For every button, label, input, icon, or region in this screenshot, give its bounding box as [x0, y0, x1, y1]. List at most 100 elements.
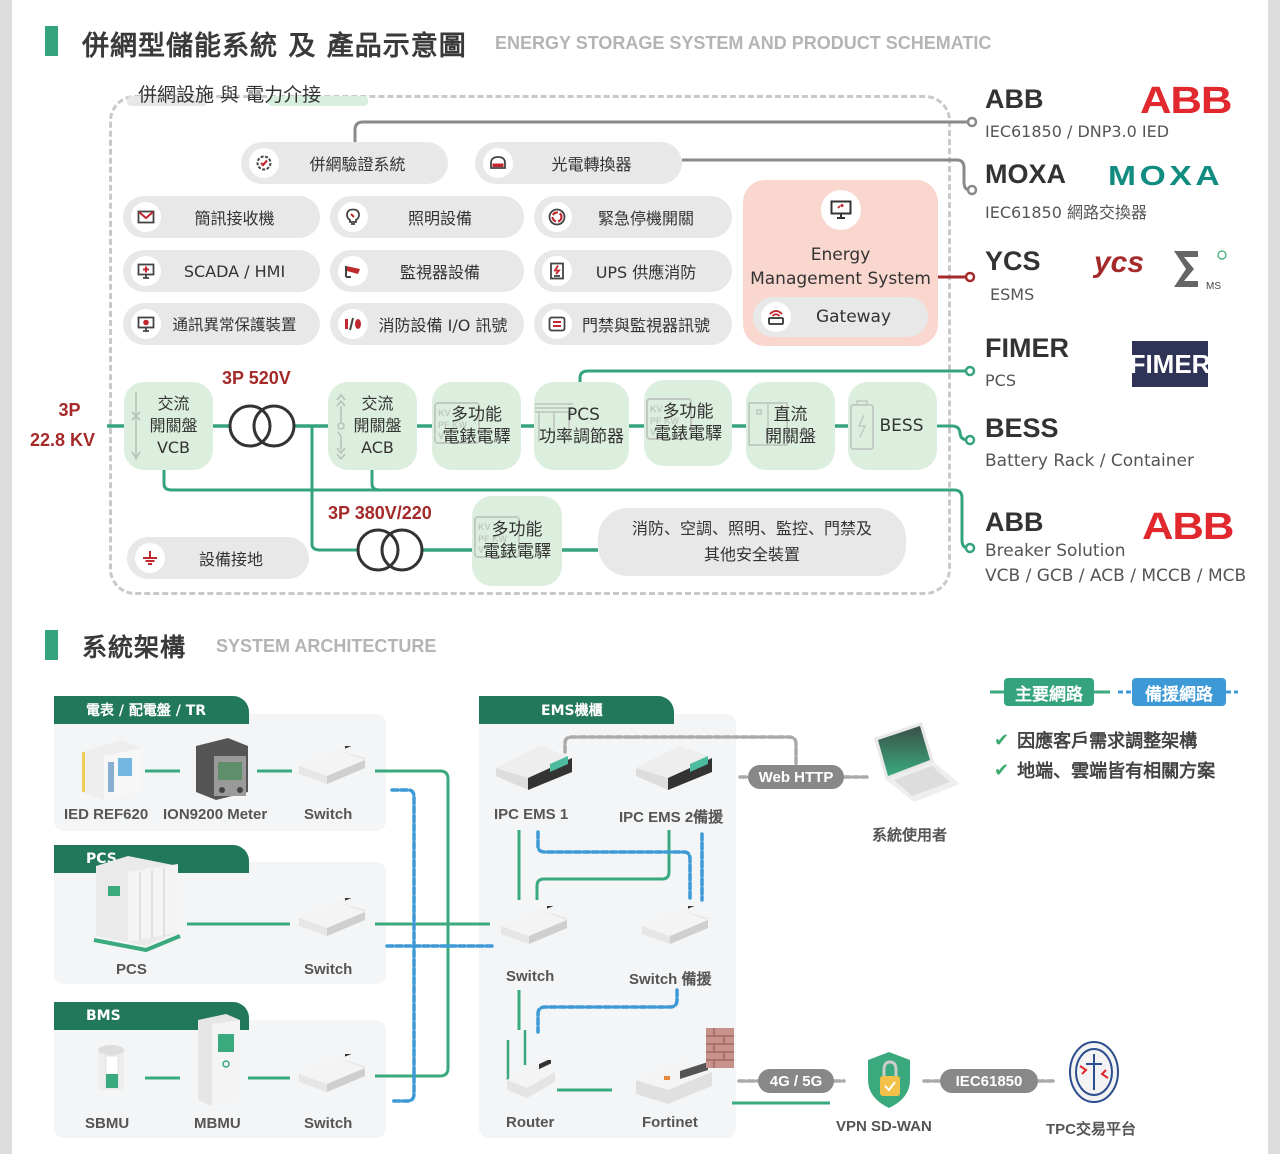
vendor-abb-breaker-desc: Breaker Solution: [985, 541, 1126, 561]
pcs-line: 功率調節器: [539, 427, 624, 447]
frame-label: 併網設施 與 電力介接: [138, 84, 322, 106]
monitor-icon: [131, 256, 161, 286]
acb-line: 交流: [361, 394, 394, 413]
comm-protection-pill: 通訊異常保護裝置: [123, 303, 320, 345]
switch-device-icon: [299, 746, 365, 784]
lighting-pill: 照明設備: [330, 196, 524, 238]
facility-frame: [109, 95, 951, 595]
cctv-pill: 監視器設備: [330, 250, 524, 292]
aux-loads-label: 消防、空調、照明、監控、門禁及 其他安全裝置: [632, 516, 872, 568]
vcb-line: VCB: [156, 438, 191, 457]
pill-label: UPS 供應消防: [595, 263, 697, 282]
pcs-line: PCS: [567, 405, 600, 425]
switch-device-icon: [299, 1054, 365, 1092]
moxa-logo: MOXA: [1108, 160, 1224, 191]
svg-text:KV: KV: [438, 408, 451, 418]
mail-icon: [131, 202, 161, 232]
meter-line: 電錶電驛: [654, 424, 722, 444]
grid-input-phase: 3P: [58, 400, 81, 420]
meter-line: 多功能: [451, 405, 502, 425]
device-label: Switch: [304, 961, 353, 978]
vendor-moxa-desc: IEC61850 網路交換器: [985, 203, 1147, 222]
dc-cabinet-icon: [748, 402, 788, 446]
fire-io-pill: 消防設備 I/O 訊號: [330, 303, 524, 345]
dc-switch-label: 直流 開關盤: [765, 404, 816, 448]
abb-logo: ABB: [1140, 80, 1232, 122]
ups-pill: UPS 供應消防: [534, 250, 732, 292]
svg-text:V: V: [650, 427, 656, 437]
device-label: IED REF620: [64, 806, 149, 823]
vcb-line: 交流: [157, 394, 190, 413]
network-4g5g-badge: 4G / 5G: [758, 1069, 834, 1093]
architecture-subtitle: SYSTEM ARCHITECTURE: [216, 636, 437, 656]
pill-label: 監視器設備: [399, 263, 480, 282]
dc-line: 直流: [773, 405, 808, 425]
ems-cabinet-tab: EMS機櫃: [479, 696, 674, 724]
ems-title: Energy Management System: [743, 243, 938, 291]
cctv-icon: [338, 256, 368, 286]
device-label: PCS: [116, 961, 147, 978]
switch-backup-device-icon: [642, 906, 708, 944]
device-label: Switch 備援: [629, 971, 712, 988]
pcs-cabinet-device-icon: [93, 856, 181, 952]
device-label: Switch: [304, 1115, 353, 1132]
device-label: SBMU: [85, 1115, 130, 1132]
vendor-moxa-name: MOXA: [985, 159, 1066, 189]
scada-hmi-pill: SCADA / HMI: [123, 250, 320, 292]
vcb-label: 交流 開關盤 VCB: [139, 393, 197, 459]
aux-line: 其他安全裝置: [703, 545, 800, 564]
ground-icon: [135, 543, 165, 573]
grid-verification-pill: 併網驗證系統: [241, 142, 448, 184]
vendor-ycs-desc: ESMS: [990, 285, 1035, 304]
laptop-icon: [874, 722, 960, 802]
frame-label-highlight: [127, 96, 207, 106]
system-user-label: 系統使用者: [872, 827, 948, 844]
legend-backup-network: 備援網路: [1132, 678, 1226, 706]
check-icon: ✔: [994, 759, 1010, 781]
svg-text:MS: MS: [1206, 281, 1221, 292]
acb-line: 開關盤: [353, 416, 402, 435]
device-label: IPC EMS 2備援: [619, 809, 724, 826]
svg-text:PF KW: PF KW: [478, 534, 508, 544]
io-signal-icon: [338, 309, 368, 339]
ipc-ems2-device-icon: [636, 746, 712, 790]
access-control-pill: 門禁與監視器訊號: [534, 303, 732, 345]
fimer-logo: FIMER: [1130, 341, 1210, 387]
gear-check-icon: [249, 148, 279, 178]
protection-monitor-icon: [131, 309, 161, 339]
grid-input-voltage: 22.8 KV: [30, 430, 96, 450]
pill-label: 門禁與監視器訊號: [581, 316, 710, 335]
esms-sigma-logo: MS: [1174, 250, 1227, 292]
svg-text:PF KW: PF KW: [650, 416, 680, 426]
ycs-logo: ycs: [1094, 246, 1145, 279]
vendor-bess-desc: Battery Rack / Container: [985, 451, 1194, 471]
vendor-abb-desc: IEC61850 / DNP3.0 IED: [985, 122, 1170, 141]
vendor-abb-breaker-desc2: VCB / GCB / ACB / MCCB / MCB: [985, 566, 1247, 586]
ems-title-line2: Management System: [750, 269, 931, 289]
pill-label: 消防設備 I/O 訊號: [378, 316, 508, 335]
gateway-pill: Gateway: [753, 297, 928, 337]
bess-label: BESS: [879, 416, 924, 436]
meter-label: 多功能 電錶電驛: [443, 404, 511, 448]
transformer1-label: 3P 520V: [222, 368, 291, 388]
tpc-logo-icon: [1069, 1041, 1119, 1103]
bess-box: BESS: [848, 382, 937, 470]
page: 併網型儲能系統 及 產品示意圖 ENERGY STORAGE SYSTEM AN…: [12, 0, 1268, 1154]
device-label: Switch: [506, 968, 555, 985]
meter-label: 多功能 電錶電驛: [654, 401, 722, 445]
optical-converter-pill: 光電轉換器: [475, 142, 682, 184]
switch-device-icon: [501, 906, 567, 944]
note-item: ✔ 地端、雲端皆有相關方案: [994, 757, 1215, 783]
abb-logo: ABB: [1142, 506, 1234, 548]
page-title: 併網型儲能系統 及 產品示意圖: [82, 31, 467, 62]
acb-switchgear: 交流 開關盤 ACB: [328, 382, 417, 470]
section-marker: [45, 26, 58, 56]
pill-label: 簡訊接收機: [194, 209, 275, 228]
pill-label: 設備接地: [198, 550, 263, 569]
svg-text:PF KW: PF KW: [438, 420, 468, 430]
emergency-stop-pill: 緊急停機開關: [534, 196, 732, 238]
